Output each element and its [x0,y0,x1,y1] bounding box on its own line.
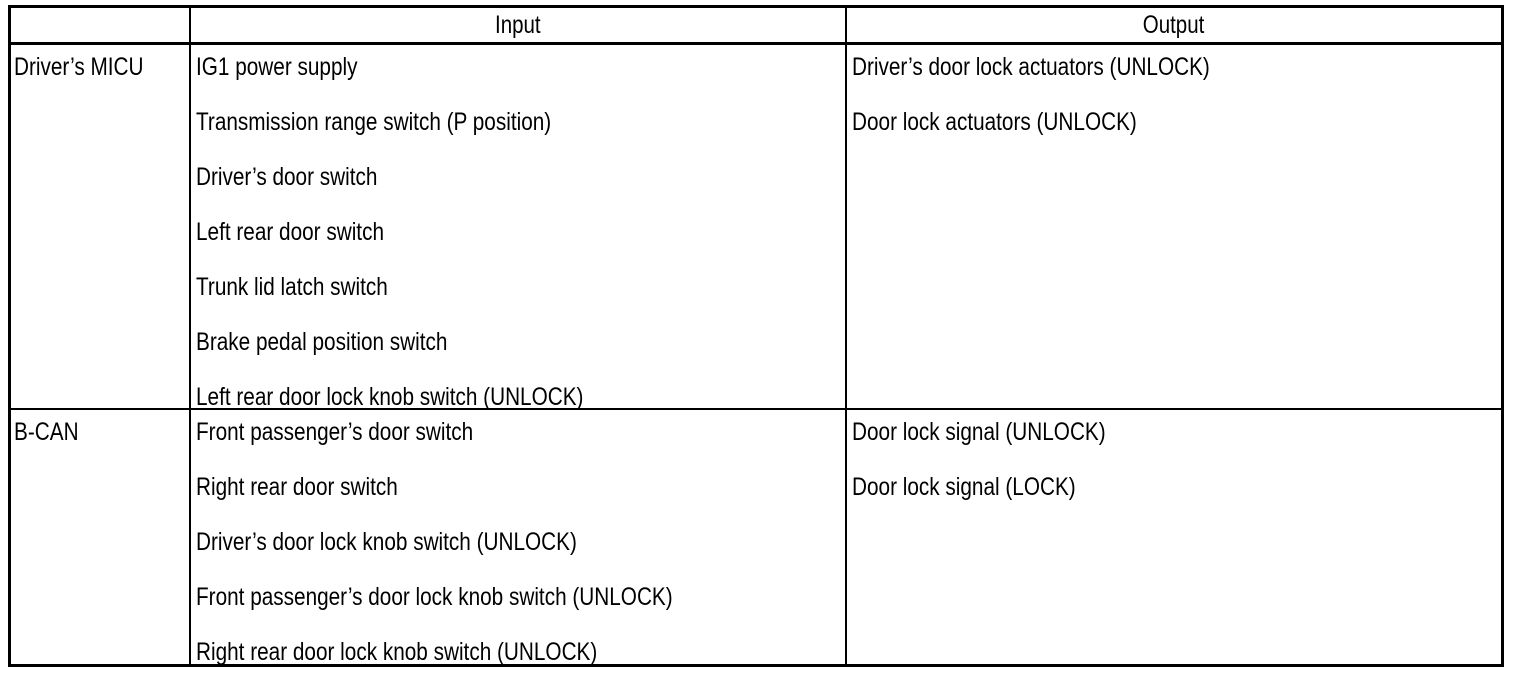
table-header-corner-cell [11,8,189,42]
table-header-row: Input Output [11,8,1501,45]
input-item: Driver’s door switch [196,163,378,191]
input-cell: Front passenger’s door switch Right rear… [189,410,845,665]
table-header-output-label: Output [1143,11,1205,39]
output-item: Door lock signal (LOCK) [852,473,1076,501]
input-item: Brake pedal position switch [196,328,448,356]
output-cell: Door lock signal (UNLOCK) Door lock sign… [845,410,1501,665]
input-item: Driver’s door lock knob switch (UNLOCK) [196,528,577,556]
input-item: Left rear door switch [196,218,384,246]
output-item: Door lock signal (UNLOCK) [852,418,1106,446]
input-output-table: Input Output Driver’s MICU [8,5,1504,667]
input-item: Right rear door lock knob switch (UNLOCK… [196,638,598,665]
table-header-input-cell: Input [189,8,845,42]
module-name: B-CAN [14,418,79,446]
output-item: Driver’s door lock actuators (UNLOCK) [852,53,1210,81]
table-row: Driver’s MICU IG1 power supply Transmiss… [11,45,1501,410]
output-item: Door lock actuators (UNLOCK) [852,108,1137,136]
table-body: Driver’s MICU IG1 power supply Transmiss… [11,45,1501,665]
input-item: Trunk lid latch switch [196,273,388,301]
table-header-input-label: Input [495,11,541,39]
input-item: Front passenger’s door switch [196,418,474,446]
input-item: Front passenger’s door lock knob switch … [196,583,673,611]
input-item: Transmission range switch (P position) [196,108,552,136]
input-item: IG1 power supply [196,53,358,81]
module-name: Driver’s MICU [14,53,144,81]
table-row: B-CAN Front passenger’s door switch Righ… [11,410,1501,665]
output-cell: Driver’s door lock actuators (UNLOCK) Do… [845,45,1501,408]
input-cell: IG1 power supply Transmission range swit… [189,45,845,408]
table-header-output-cell: Output [845,8,1501,42]
input-item: Right rear door switch [196,473,398,501]
module-cell: Driver’s MICU [11,45,189,408]
input-item: Left rear door lock knob switch (UNLOCK) [196,383,584,408]
module-cell: B-CAN [11,410,189,665]
